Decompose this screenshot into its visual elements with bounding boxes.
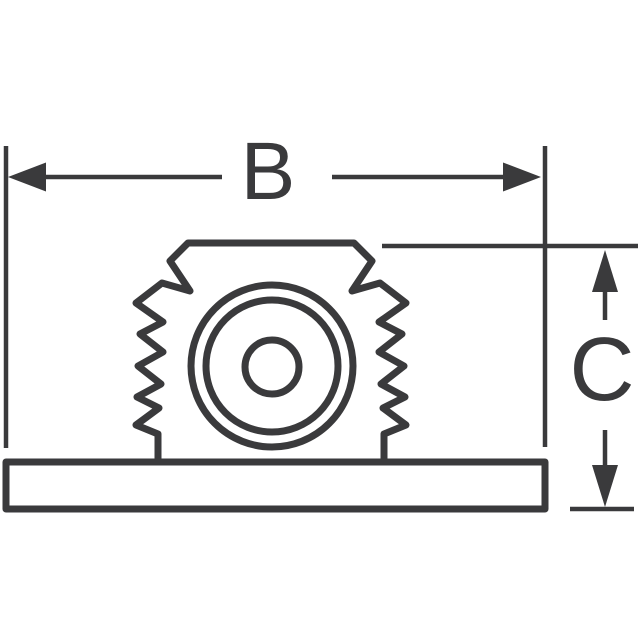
arrow-right-icon — [503, 162, 541, 192]
dimension-c: C — [570, 250, 635, 507]
arrow-down-icon — [592, 465, 618, 507]
dimension-b: B — [8, 126, 541, 217]
outer-flange-circle — [187, 281, 357, 451]
middle-barrel-circle — [202, 296, 342, 436]
dimension-b-label: B — [241, 126, 296, 217]
dimension-c-label: C — [570, 320, 635, 420]
arrow-up-icon — [592, 250, 618, 292]
center-bore-circle — [241, 336, 303, 398]
base-plate — [2, 458, 549, 513]
arrow-left-icon — [8, 162, 46, 192]
